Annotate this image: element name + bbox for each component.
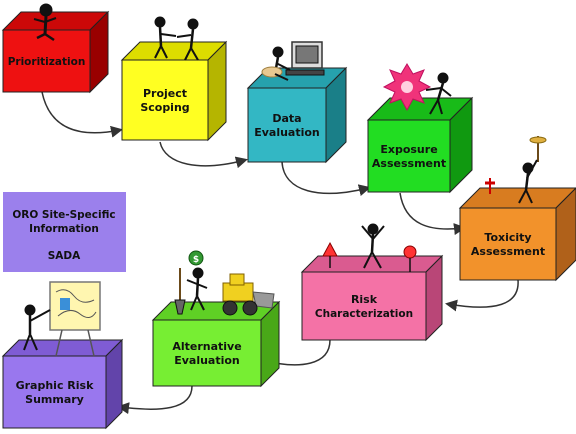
computer-user-icon (261, 41, 325, 81)
step-label-line: Assessment (471, 245, 545, 258)
flow-arrows (41, 91, 519, 415)
step-box-side (105, 338, 123, 430)
step-label-line: Prioritization (8, 56, 86, 68)
arrow-prioritization-to-scoping (41, 91, 123, 138)
step-box-front (2, 355, 107, 429)
step-label-line: Risk (351, 293, 378, 306)
step-box-front (301, 271, 427, 341)
shovel-icon (174, 268, 186, 315)
arrow-exposure-to-toxicity (399, 192, 466, 236)
svg-text:$: $ (193, 255, 199, 265)
info-box-background (3, 192, 126, 272)
step-box-front (459, 207, 557, 281)
step-label-line: Scoping (140, 101, 189, 114)
step-label-line: Alternative (172, 340, 241, 353)
arrow-toxicity-to-risk (445, 279, 519, 312)
step-label-line: Graphic Risk (16, 379, 94, 392)
info-box-line1: ORO Site-Specific (12, 209, 115, 221)
step-label-line: Evaluation (254, 126, 320, 139)
step-label-line: Toxicity (484, 231, 531, 244)
exposed-figure-icon (425, 72, 452, 115)
illustrations: $ (23, 3, 547, 357)
step-box-front (367, 119, 451, 193)
presenter-figure-icon (23, 304, 51, 351)
info-box-line3: SADA (48, 250, 81, 262)
step-box-front (247, 87, 327, 163)
money-bag-icon: $ (188, 250, 204, 266)
arrow-scoping-to-data (159, 141, 248, 169)
info-box-line2: Information (29, 223, 99, 235)
step-box-front (2, 29, 91, 93)
sitting-figure-icon (33, 3, 57, 42)
step-label-line: Characterization (315, 308, 413, 320)
step-label-line: Evaluation (174, 354, 240, 367)
arrow-alternative-to-summary (117, 385, 193, 415)
step-prioritization[interactable]: Prioritization (1, 10, 110, 94)
step-box-top (1, 339, 124, 357)
warning-sign-icon (322, 241, 338, 268)
step-label-line: Project (143, 87, 187, 100)
risk-figure-icon (361, 223, 385, 269)
step-box-top (300, 255, 444, 273)
step-box-side (207, 40, 227, 142)
handshake-figures-icon (154, 16, 199, 61)
arrow-data-to-exposure (281, 161, 371, 197)
step-label-line: Data (272, 112, 301, 125)
map-chart-icon (49, 281, 101, 357)
caduceus-figure-icon (518, 136, 547, 204)
step-label-line: Summary (25, 393, 84, 406)
step-label-line: Exposure (380, 143, 437, 156)
exposure-starburst-icon (382, 63, 432, 112)
step-box-front (152, 319, 262, 387)
medical-cross-icon (485, 178, 495, 194)
worker-figure-icon (186, 267, 208, 311)
stop-sign-icon (403, 245, 417, 272)
info-box[interactable]: ORO Site-Specific Information SADA (3, 192, 126, 272)
step-label-line: Assessment (372, 157, 446, 170)
step-box-front (121, 59, 209, 141)
bulldozer-icon (222, 273, 275, 316)
